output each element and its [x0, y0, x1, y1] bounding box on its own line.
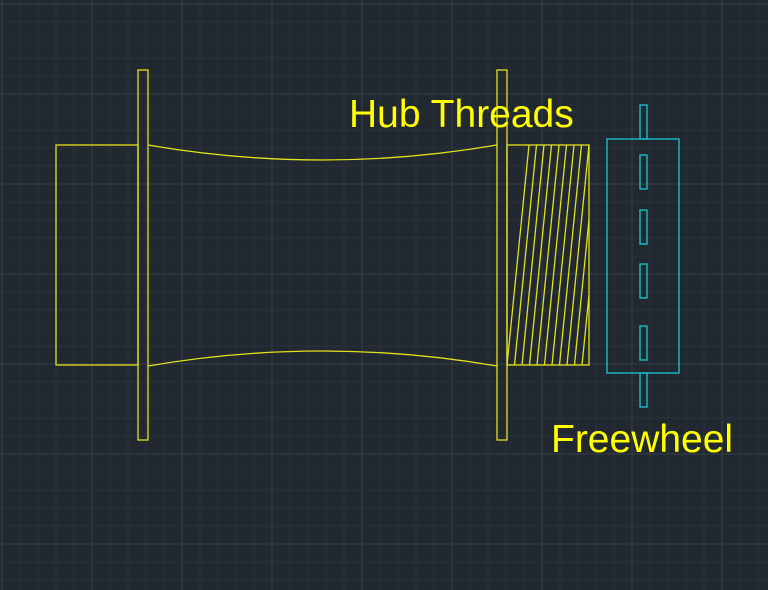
freewheel-label: Freewheel — [551, 418, 734, 461]
left-flange — [137, 69, 149, 441]
thread-line — [521, 144, 545, 366]
thread-line — [573, 219, 590, 366]
hub-body-bottom-curve — [147, 350, 498, 367]
hub-body-top-curve — [147, 144, 498, 161]
thread-line — [528, 144, 553, 366]
thread-line — [581, 294, 590, 366]
freewheel-slot — [639, 263, 648, 299]
hub-threads-label: Hub Threads — [349, 93, 574, 136]
thread-line — [543, 144, 568, 366]
thread-line — [566, 144, 590, 366]
freewheel-slot — [639, 209, 648, 245]
freewheel-slot — [639, 325, 648, 361]
thread-line — [558, 144, 583, 366]
left-axle-end — [55, 144, 139, 366]
freewheel-axle-top — [639, 104, 648, 140]
thread-line — [536, 144, 560, 366]
freewheel-axle-bottom — [639, 372, 648, 408]
freewheel-slot — [639, 154, 648, 190]
thread-line — [506, 144, 530, 366]
thread-line — [513, 144, 538, 366]
hub-thread-section — [506, 144, 590, 366]
thread-hatching — [506, 144, 590, 366]
thread-line — [551, 144, 575, 366]
freewheel-body — [606, 138, 680, 374]
